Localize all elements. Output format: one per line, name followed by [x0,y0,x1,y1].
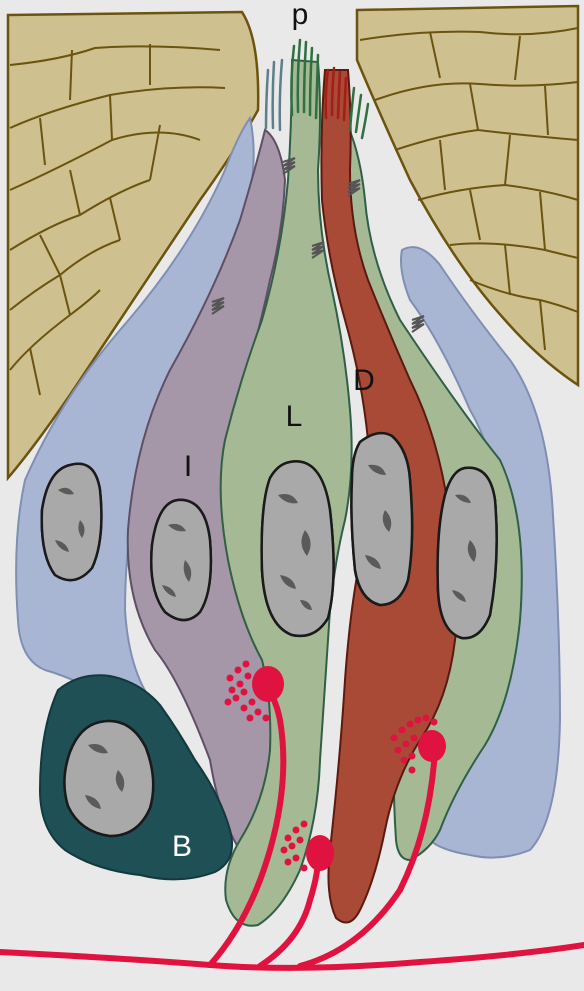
microvilli [264,38,370,140]
synaptic-vesicles [224,660,438,872]
label-dark-cell: D [353,364,375,397]
label-basal-cell: B [172,830,192,863]
nucleus-light-right [436,466,498,640]
nucleus-light-center [260,460,335,638]
nucleus-intermediate [150,498,213,622]
epithelium-left [6,10,260,482]
nucleus-dark [350,431,414,607]
label-pore: p [292,0,309,31]
nucleus-supporting-left [40,462,103,582]
tight-junctions [211,157,425,333]
epithelium-right [355,4,580,388]
label-light-cell: L [286,400,303,433]
label-intermediate-cell: I [184,450,192,483]
supporting-cell-right [400,246,562,859]
synaptic-terminals [252,666,446,871]
nucleus-basal [63,719,155,838]
